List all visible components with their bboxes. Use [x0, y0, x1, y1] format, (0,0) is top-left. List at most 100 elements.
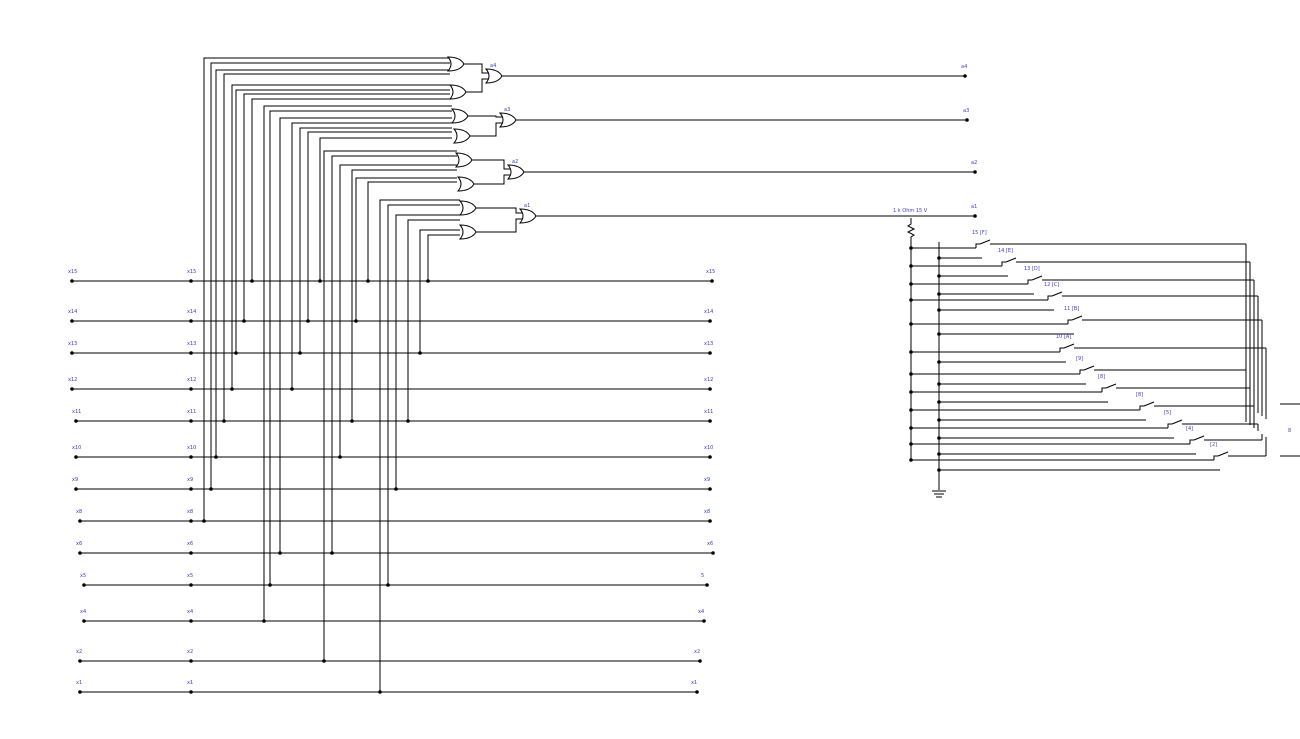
- tap-dot: [338, 455, 342, 459]
- gate-input-wire: [269, 110, 452, 585]
- bus-start-dot: [82, 619, 86, 623]
- switch-contact: [1101, 387, 1106, 392]
- bus-end-dot: [708, 487, 712, 491]
- bus-end-dot: [698, 659, 702, 663]
- bus-tap-dot: [189, 387, 193, 391]
- bus-label-mid: x15: [187, 269, 196, 275]
- bus-label-mid: x13: [187, 341, 196, 347]
- gate-input-wire: [279, 117, 452, 553]
- tap-dot: [242, 319, 246, 323]
- or-gate: [458, 224, 477, 240]
- bus-end-dot: [708, 351, 712, 355]
- switch-label: [8]: [1098, 374, 1105, 380]
- gate-input-wire: [351, 169, 457, 421]
- switch-contact: [1001, 261, 1006, 266]
- switch-contact: [1027, 279, 1032, 284]
- gate-link: [464, 63, 488, 74]
- bus-label-left: x12: [68, 377, 77, 383]
- tap-dot: [234, 351, 238, 355]
- chip-label: 8: [1288, 428, 1291, 434]
- switch-junction: [909, 408, 913, 412]
- switch-blade: [1071, 315, 1083, 321]
- gate-input-wire: [395, 214, 460, 489]
- output-label-end: a4: [961, 64, 967, 70]
- tap-dot: [386, 583, 390, 587]
- switch-junction: [909, 390, 913, 394]
- switch-blade: [1031, 275, 1043, 281]
- or-gate: [450, 108, 469, 124]
- tap-dot: [366, 279, 370, 283]
- bus-label-mid: x12: [187, 377, 196, 383]
- gate-input-wire: [331, 155, 457, 553]
- bus-label-left: x14: [68, 309, 77, 315]
- switch-contact: [975, 243, 980, 248]
- switch-junction: [909, 442, 913, 446]
- bus-end-dot: [711, 551, 715, 555]
- switch-blade: [1063, 343, 1075, 349]
- switch-junction: [909, 298, 913, 302]
- or-gate: [454, 152, 473, 168]
- switch-label: 11 [B]: [1064, 306, 1079, 312]
- bus-label-mid: x6: [187, 541, 193, 547]
- switch-label: 15 [F]: [972, 230, 987, 236]
- bus-tap-dot: [189, 551, 193, 555]
- switch-junction: [909, 246, 913, 250]
- bus-label-mid: x4: [187, 609, 193, 615]
- tap-dot: [209, 487, 213, 491]
- tap-dot: [318, 279, 322, 283]
- gate-input-wire: [231, 84, 450, 389]
- bus-label-mid: x14: [187, 309, 196, 315]
- gate-input-wire: [251, 98, 450, 281]
- gate-input-wire: [319, 137, 452, 281]
- bus-tap-dot: [189, 619, 193, 623]
- switch-label: [4]: [1186, 426, 1193, 432]
- bus-tap-dot: [189, 659, 193, 663]
- bus-label-right: x14: [704, 309, 713, 315]
- gate-input-wire: [243, 93, 450, 321]
- tap-dot: [418, 351, 422, 355]
- bus-label-left: x6: [76, 541, 82, 547]
- switch-label: [8]: [1136, 392, 1143, 398]
- bus-tap-dot: [189, 583, 193, 587]
- gate-input-wire: [291, 122, 452, 389]
- bus-label-right: x2: [694, 649, 700, 655]
- gate-input-wire: [210, 62, 450, 489]
- output-label-end: a2: [971, 160, 977, 166]
- gate-input-wire: [235, 89, 450, 353]
- or-gate: [458, 200, 477, 216]
- tap-dot: [222, 419, 226, 423]
- wires: [70, 57, 1300, 694]
- switch-blade: [1005, 257, 1017, 263]
- switch-contact: [1079, 369, 1084, 374]
- bus-end-dot: [708, 419, 712, 423]
- bus-start-dot: [70, 319, 74, 323]
- tap-dot: [250, 279, 254, 283]
- switch-junction: [909, 282, 913, 286]
- bus-start-dot: [70, 351, 74, 355]
- bus-tap-dot: [189, 519, 193, 523]
- switch-contact: [1167, 423, 1172, 428]
- bus-tap-dot: [189, 279, 193, 283]
- gate-input-wire: [407, 219, 460, 421]
- bus-start-dot: [70, 387, 74, 391]
- logic-gates: [446, 56, 537, 240]
- tap-dot: [330, 551, 334, 555]
- or-gate-output: [518, 208, 537, 224]
- bus-end-dot: [710, 279, 714, 283]
- gate-input-wire: [379, 199, 460, 692]
- or-gate: [446, 56, 465, 72]
- bus-start-dot: [74, 419, 78, 423]
- tap-dot: [290, 387, 294, 391]
- bus-label-left: x5: [80, 573, 86, 579]
- switch-label: [2]: [1210, 442, 1217, 448]
- tap-dot: [298, 351, 302, 355]
- bus-label-right: x8: [704, 509, 710, 515]
- switch-blade: [1193, 435, 1205, 441]
- bus-label-right: 5: [701, 573, 704, 579]
- or-gate: [448, 84, 467, 100]
- tap-dot: [278, 551, 282, 555]
- switch-blade: [1143, 401, 1155, 407]
- bus-label-right: x6: [707, 541, 713, 547]
- bus-label-mid: x8: [187, 509, 193, 515]
- output-dot: [973, 214, 977, 218]
